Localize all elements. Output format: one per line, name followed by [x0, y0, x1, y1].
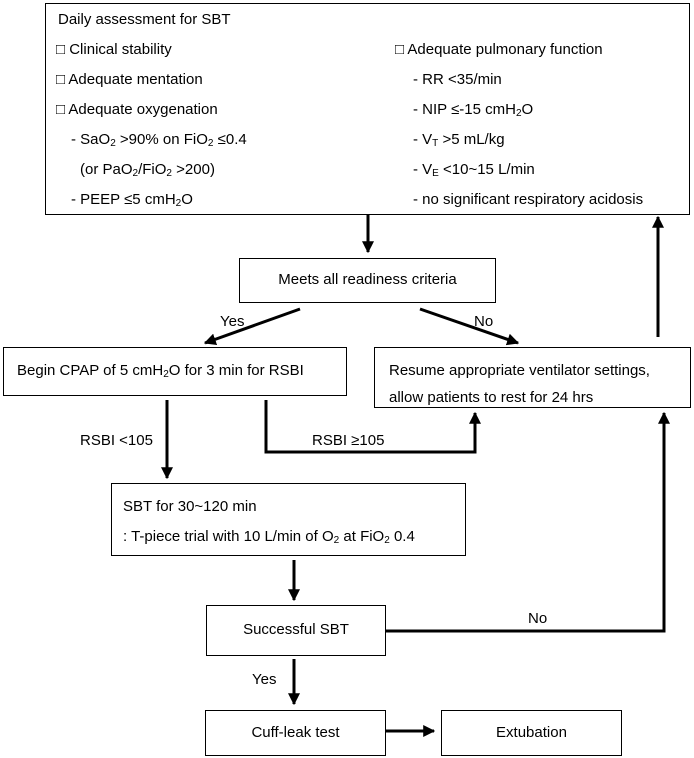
sbt-line-2: : T-piece trial with 10 L/min of O2 at F…	[123, 528, 415, 546]
arrow-readiness-no	[419, 307, 520, 346]
criterion-pulmonary-function: □ Adequate pulmonary function	[395, 41, 603, 58]
criterion-adequate-mentation: □ Adequate mentation	[56, 71, 203, 88]
criterion-sao2: - SaO2 >90% on FiO2 ≤0.4	[71, 131, 247, 149]
resume-line-1: Resume appropriate ventilator settings,	[389, 362, 650, 379]
resume-line-2: allow patients to rest for 24 hrs	[389, 389, 594, 406]
assessment-title: Daily assessment for SBT	[58, 11, 231, 28]
assessment-box: Daily assessment for SBT □ Clinical stab…	[45, 3, 690, 215]
extubation-label: Extubation	[496, 724, 567, 741]
criterion-ve: - VE <10~15 L/min	[413, 161, 535, 179]
arrow-readiness-yes	[203, 307, 301, 346]
criterion-adequate-oxygenation: □ Adequate oxygenation	[56, 101, 218, 118]
rsbi-low-label: RSBI <105	[80, 432, 153, 449]
criterion-nip: - NIP ≤-15 cmH2O	[413, 101, 534, 119]
no-label-2: No	[528, 610, 548, 627]
criterion-acidosis: - no significant respiratory acidosis	[413, 191, 644, 208]
criterion-pao2-fio2: (or PaO2/FiO2 >200)	[80, 161, 215, 179]
successful-sbt-label: Successful SBT	[243, 621, 349, 638]
successful-sbt-box: Successful SBT	[206, 605, 386, 656]
sbt-box: SBT for 30~120 min : T-piece trial with …	[111, 483, 466, 556]
extubation-box: Extubation	[441, 710, 622, 756]
cuff-leak-label: Cuff-leak test	[251, 724, 340, 741]
resume-box: Resume appropriate ventilator settings, …	[374, 347, 691, 408]
readiness-label: Meets all readiness criteria	[278, 271, 457, 288]
yes-label-2: Yes	[252, 671, 277, 688]
cpap-label: Begin CPAP of 5 cmH2O for 3 min for RSBI	[17, 362, 304, 380]
no-label: No	[474, 313, 494, 330]
cpap-box: Begin CPAP of 5 cmH2O for 3 min for RSBI	[3, 347, 347, 396]
arrow-successful-no-to-resume	[385, 411, 670, 633]
cuff-leak-box: Cuff-leak test	[205, 710, 386, 756]
criterion-peep: - PEEP ≤5 cmH2O	[71, 191, 193, 209]
sbt-line-1: SBT for 30~120 min	[123, 498, 257, 515]
criterion-rr: - RR <35/min	[413, 71, 502, 88]
criterion-clinical-stability: □ Clinical stability	[56, 41, 172, 58]
criterion-vt: - VT >5 mL/kg	[413, 131, 505, 149]
arrow-rsbi-high-to-resume	[264, 400, 481, 454]
readiness-box: Meets all readiness criteria	[239, 258, 496, 303]
rsbi-high-label: RSBI ≥105	[312, 432, 385, 449]
yes-label: Yes	[220, 313, 245, 330]
